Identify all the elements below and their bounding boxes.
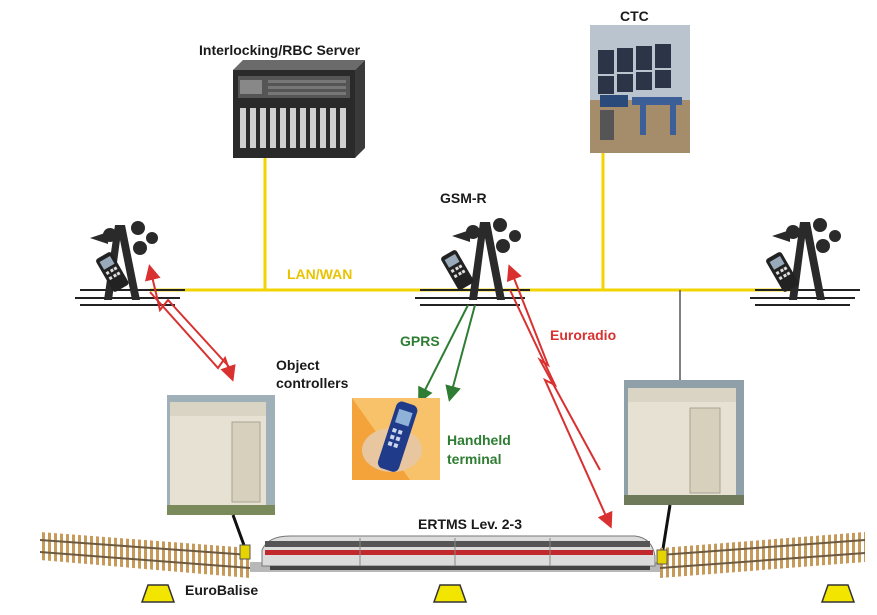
ctc-label: CTC — [620, 8, 649, 24]
object-controllers-label-line1: Object — [276, 357, 320, 373]
shelter-cabinet-icon — [624, 380, 744, 505]
gprs-link — [418, 304, 476, 404]
handheld-terminal-icon — [352, 398, 440, 480]
server-rack-icon — [233, 60, 365, 158]
radio-mast-icon — [750, 218, 860, 306]
ertms-label: ERTMS Lev. 2-3 — [418, 516, 522, 532]
track-connector — [656, 549, 668, 565]
gsmr-label: GSM-R — [440, 190, 487, 206]
eurobalise-label: EuroBalise — [185, 582, 259, 598]
mobile-phone-icon — [96, 252, 129, 292]
balise-icon — [820, 584, 856, 603]
gprs-label: GPRS — [400, 333, 440, 349]
radio-mast-icon — [75, 221, 185, 306]
balise-icon — [140, 584, 176, 603]
track-connector — [239, 544, 251, 560]
lan-wan-label: LAN/WAN — [287, 266, 353, 282]
lan-wan-network — [150, 150, 790, 380]
server-label: Interlocking/RBC Server — [199, 42, 361, 58]
ctc-control-room-icon — [590, 25, 690, 153]
radio-mast-icon — [415, 218, 530, 306]
euroradio-label: Euroradio — [550, 327, 617, 343]
cabinet-cable — [660, 504, 672, 556]
mobile-phone-icon — [766, 252, 799, 292]
handheld-label-line1: Handheld — [447, 432, 511, 448]
cabinet-cable — [231, 514, 247, 549]
handheld-label-line2: terminal — [447, 451, 502, 467]
euroradio-link — [144, 264, 613, 529]
mobile-phone-icon — [441, 250, 474, 290]
object-controllers-label-line2: controllers — [276, 375, 349, 391]
balise-icon — [432, 584, 468, 603]
train-icon — [261, 535, 656, 570]
shelter-cabinet-icon — [167, 395, 275, 515]
